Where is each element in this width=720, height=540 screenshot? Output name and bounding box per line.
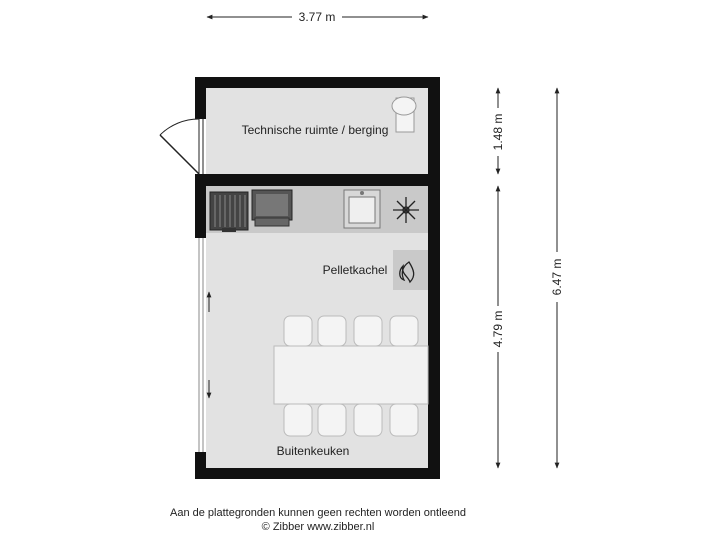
chair — [389, 403, 419, 437]
room-label-kitchen: Buitenkeuken — [277, 444, 350, 458]
cooktop-icon — [251, 189, 293, 227]
dimension-technical-height-label: 1.48 m — [491, 114, 505, 151]
pellet-stove — [393, 250, 429, 290]
chair — [283, 403, 313, 437]
chair — [353, 315, 383, 347]
disclaimer-text: Aan de plattegronden kunnen geen rechten… — [169, 507, 466, 519]
dimension-width-label: 3.77 m — [299, 10, 336, 24]
grill-icon — [209, 191, 249, 232]
sliding-door — [198, 238, 204, 452]
chair — [317, 403, 347, 437]
room-label-stove: Pelletkachel — [323, 263, 388, 277]
wall-divider — [206, 174, 428, 186]
wall-right — [428, 77, 440, 479]
wall-left-lower — [195, 452, 206, 479]
toilet-icon — [391, 96, 417, 133]
chair — [283, 315, 313, 347]
sink-icon — [343, 189, 381, 229]
wall-left-mid — [195, 174, 206, 238]
chair — [389, 315, 419, 347]
door-swing-icon — [159, 118, 204, 175]
dimension-total-height-label: 6.47 m — [550, 259, 564, 296]
wall-left-upper — [195, 77, 206, 119]
chair — [353, 403, 383, 437]
wall-bottom — [195, 468, 440, 479]
technical-room-floor — [206, 88, 428, 175]
room-label-technical: Technische ruimte / berging — [242, 123, 389, 137]
fan-icon — [393, 197, 419, 223]
flame-icon — [399, 261, 415, 284]
copyright-text: © Zibber www.zibber.nl — [261, 521, 375, 533]
dimension-kitchen-height-label: 4.79 m — [491, 311, 505, 348]
walls — [195, 77, 440, 479]
chairs — [283, 315, 419, 437]
chair — [317, 315, 347, 347]
dining-table — [273, 345, 429, 405]
wall-top — [195, 77, 440, 88]
